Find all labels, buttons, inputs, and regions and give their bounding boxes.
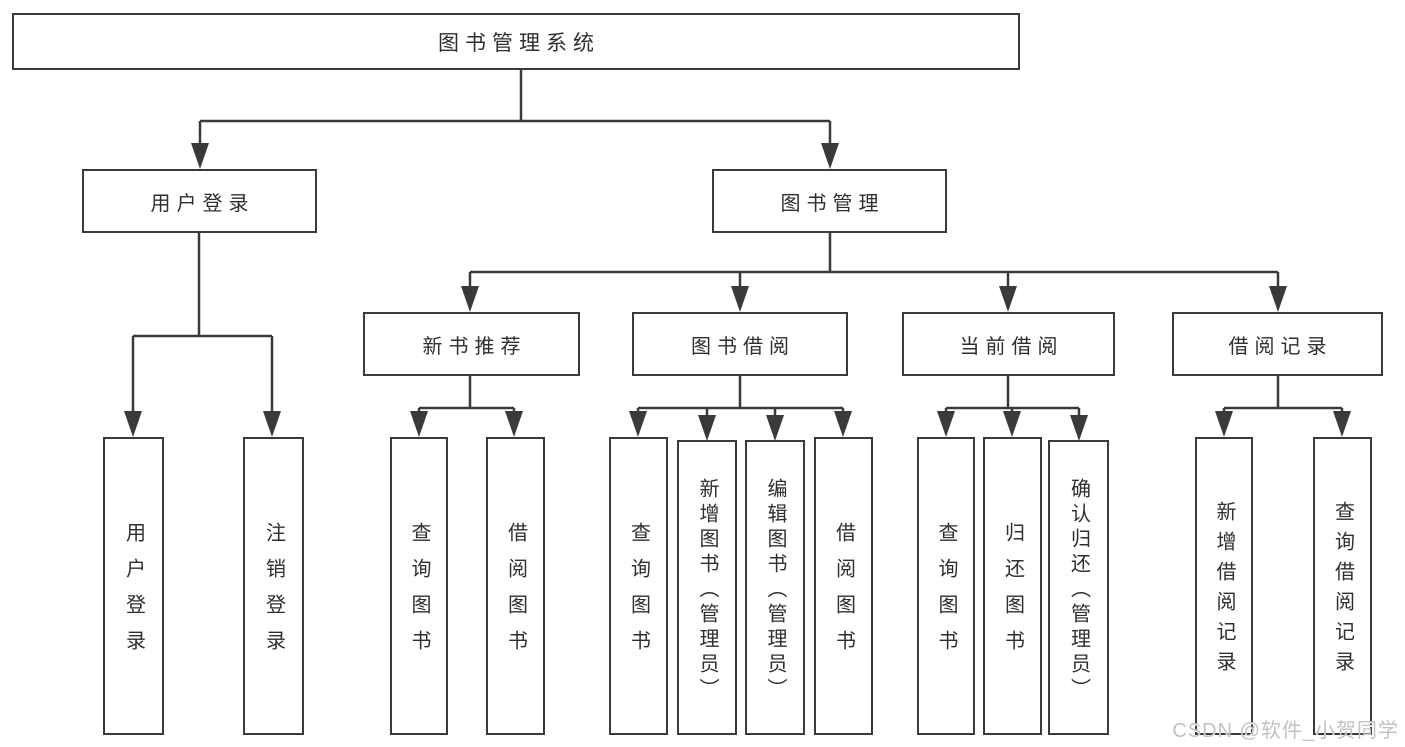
node-book-management: 图书管理 — [712, 169, 947, 233]
leaf-add-books-admin: 新增图书（管理员） — [677, 440, 737, 735]
node-root: 图书管理系统 — [12, 13, 1020, 70]
leaf-newbook-query-books: 查询图书 — [390, 437, 448, 735]
node-user-login: 用户登录 — [82, 169, 317, 233]
leaf-confirm-return-admin-label: 确认归还（管理员） — [1067, 477, 1090, 703]
leaf-borrow-query-books: 查询图书 — [609, 437, 668, 735]
node-new-book-recommend: 新书推荐 — [363, 312, 580, 376]
leaf-logout: 注销登录 — [243, 437, 304, 735]
leaf-user-login: 用户登录 — [103, 437, 164, 735]
leaf-user-login-label: 用户登录 — [122, 522, 145, 666]
leaf-newbook-query-books-label: 查询图书 — [408, 522, 430, 666]
node-borrow-record: 借阅记录 — [1172, 312, 1383, 376]
leaf-newbook-borrow-books: 借阅图书 — [486, 437, 545, 735]
leaf-add-borrow-record-label: 新增借阅记录 — [1213, 501, 1235, 681]
leaf-logout-label: 注销登录 — [262, 522, 285, 666]
connector-paths — [131, 68, 1344, 421]
node-current-borrow: 当前借阅 — [902, 312, 1115, 376]
connector-arrowheads — [124, 143, 1351, 441]
node-book-borrow: 图书借阅 — [632, 312, 848, 376]
leaf-borrow-query-books-label: 查询图书 — [627, 522, 650, 666]
leaf-borrow-borrow-books-label: 借阅图书 — [832, 522, 855, 666]
leaf-add-books-admin-label: 新增图书（管理员） — [696, 477, 718, 703]
leaf-current-query-books-label: 查询图书 — [935, 522, 957, 666]
leaf-confirm-return-admin: 确认归还（管理员） — [1048, 440, 1109, 735]
leaf-return-books: 归还图书 — [983, 437, 1042, 735]
leaf-query-borrow-record: 查询借阅记录 — [1313, 437, 1372, 735]
leaf-borrow-borrow-books: 借阅图书 — [814, 437, 873, 735]
leaf-newbook-borrow-books-label: 借阅图书 — [504, 522, 527, 666]
leaf-query-borrow-record-label: 查询借阅记录 — [1331, 501, 1354, 681]
leaf-current-query-books: 查询图书 — [917, 437, 975, 735]
leaf-edit-books-admin: 编辑图书（管理员） — [745, 440, 805, 735]
csdn-watermark: CSDN @软件_小贺同学 — [1172, 720, 1399, 742]
leaf-add-borrow-record: 新增借阅记录 — [1195, 437, 1253, 735]
leaf-return-books-label: 归还图书 — [1001, 522, 1024, 666]
leaf-edit-books-admin-label: 编辑图书（管理员） — [764, 477, 786, 703]
